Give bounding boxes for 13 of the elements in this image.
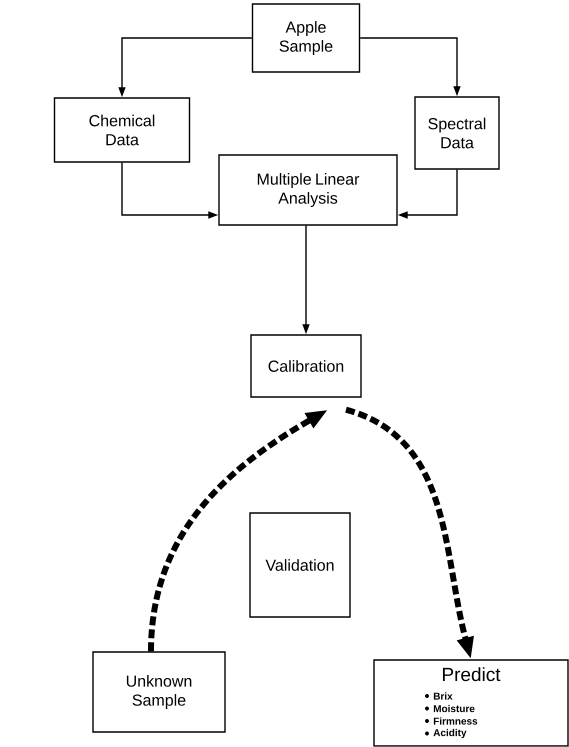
bullet-item: Brix [434,692,453,700]
process-box [373,659,569,747]
process-box: Apple Sample [252,3,360,73]
bullet-item: Firmness [434,717,478,725]
process-box: Unknown Sample [92,651,226,733]
process-box: Validation [249,512,351,618]
process-box: Chemical Data [54,97,190,163]
process-box: Spectral Data [414,96,500,170]
process-box: Calibration [250,334,362,398]
bullet-item: Moisture [434,704,475,712]
box-heading: Predict [442,667,500,682]
bullet-item: Acidity [433,728,466,738]
process-box: Multiple Linear Analysis [218,154,398,226]
